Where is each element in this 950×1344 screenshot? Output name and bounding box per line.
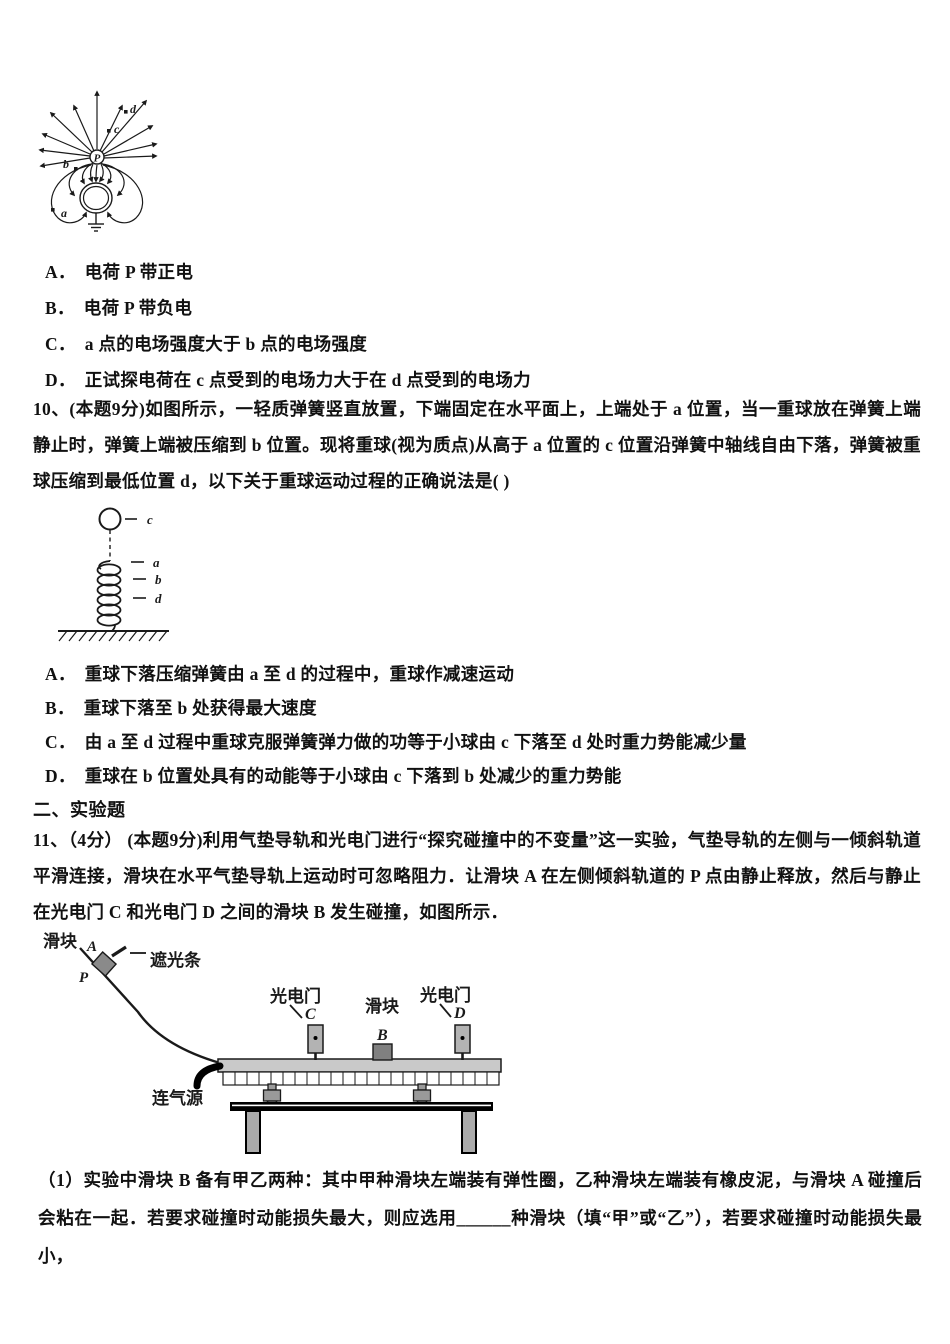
q11-part1: （1）实验中滑块 B 备有甲乙两种：其中甲种滑块左端装有弹性圈，乙种滑块左端装有… [38, 1170, 922, 1266]
pos-a-label: a [153, 555, 160, 570]
air-track-figure: 滑块 A 遮光条 P 连气源 [43, 932, 502, 1154]
field-point-markers [51, 110, 128, 212]
option-letter: C． [45, 333, 76, 354]
slider-b-text: 滑块 [365, 997, 400, 1016]
air-supply-tube [193, 1062, 224, 1090]
option-text: a 点的电场强度大于 b 点的电场强度 [84, 333, 368, 354]
option-letter: B． [45, 297, 75, 318]
option-text: 电荷 P 带正电 [84, 261, 194, 282]
q10-option-b: B． 重球下落至 b 处获得最大速度 [45, 690, 747, 724]
grounded-sphere-inner [82, 185, 110, 211]
gate-d-text: 光电门 [419, 985, 471, 1005]
field-line-rays [38, 90, 158, 169]
q9-option-c: C． a 点的电场强度大于 b 点的电场强度 [45, 325, 531, 361]
q10-option-a: A． 重球下落压缩弹簧由 a 至 d 的过程中，重球作减速运动 [45, 656, 747, 690]
q9-option-d: D． 正试探电荷在 c 点受到的电场力大于在 d 点受到的电场力 [45, 361, 531, 397]
q11-stem: 11、（4分） (本题9分)利用气垫导轨和光电门进行“探究碰撞中的不变量”这一实… [33, 830, 921, 922]
field-line-loops [50, 162, 144, 224]
q9-option-a: A． 电荷 P 带正电 [45, 253, 531, 289]
incline-ramp [79, 947, 221, 1065]
q9-option-b: B． 电荷 P 带负电 [45, 289, 531, 325]
pos-d-label: d [155, 591, 162, 606]
shade-strip [111, 945, 127, 958]
option-text: 电荷 P 带负电 [83, 297, 193, 318]
point-a-label: a [61, 206, 67, 220]
q10-options: A． 重球下落压缩弹簧由 a 至 d 的过程中，重球作减速运动 B． 重球下落至 b… [45, 656, 747, 792]
photogate-c [307, 1024, 324, 1060]
option-letter: C． [45, 731, 76, 752]
section-2-title: 二、实验题 [33, 800, 126, 820]
ground-hatching [58, 630, 169, 642]
option-text: 重球下落压缩弹簧由 a 至 d 的过程中，重球作减速运动 [84, 663, 515, 684]
option-text: 由 a 至 d 过程中重球克服弹簧弹力做的功等于小球由 c 下落至 d 处时重力… [84, 731, 747, 752]
option-text: 重球下落至 b 处获得最大速度 [83, 697, 317, 718]
pos-c-label: c [147, 512, 153, 527]
ground-symbol [88, 213, 104, 232]
air-track-bar [217, 1058, 502, 1073]
point-d-label: d [130, 102, 137, 116]
gate-c-letter: C [305, 1006, 316, 1023]
air-supply-text: 连气源 [152, 1088, 203, 1108]
field-lines-figure: P c d b a [38, 90, 158, 232]
spring-figure: c a b d [58, 507, 169, 642]
option-text: 正试探电荷在 c 点受到的电场力大于在 d 点受到的电场力 [84, 369, 531, 390]
q10-stem: 10、(本题9分)如图所示，一轻质弹簧竖直放置，下端固定在水平面上，上端处于 a… [33, 399, 921, 491]
option-letter: D． [45, 765, 76, 786]
point-charge-circle [89, 149, 105, 165]
photogate-d [454, 1024, 471, 1060]
gate-c-text: 光电门 [269, 986, 321, 1006]
option-letter: A． [45, 261, 76, 282]
gate-d-letter: D [453, 1005, 466, 1022]
q9-options: A． 电荷 P 带正电 B． 电荷 P 带负电 C． a 点的电场强度大于 b 点的电… [45, 253, 531, 397]
ball [98, 507, 122, 531]
table [230, 1102, 493, 1154]
option-letter: D． [45, 369, 76, 390]
point-c-label: c [114, 122, 120, 136]
spring-coils [96, 560, 122, 632]
slider-a-letter: A [86, 939, 97, 955]
option-letter: A． [45, 663, 76, 684]
gate-c-pointer [289, 1004, 303, 1019]
slider-a-text: 滑块 [43, 932, 78, 951]
slider-a [90, 945, 127, 977]
position-markers [125, 518, 146, 599]
pos-b-label: b [155, 572, 162, 587]
charge-p-label: P [94, 153, 101, 165]
shade-strip-text: 遮光条 [150, 950, 202, 970]
option-text: 重球在 b 位置处具有的动能等于小球由 c 下落到 b 处减少的重力势能 [84, 765, 622, 786]
q10-option-d: D． 重球在 b 位置处具有的动能等于小球由 c 下落到 b 处减少的重力势能 [45, 758, 747, 792]
option-letter: B． [45, 697, 75, 718]
air-track-ruler [222, 1071, 500, 1086]
point-b-label: b [63, 157, 69, 171]
slider-b [372, 1043, 393, 1061]
release-point-p: P [79, 970, 89, 986]
gate-d-pointer [439, 1003, 452, 1018]
q10-option-c: C． 由 a 至 d 过程中重球克服弹簧弹力做的功等于小球由 c 下落至 d 处时… [45, 724, 747, 758]
slider-b-letter: B [376, 1027, 388, 1044]
